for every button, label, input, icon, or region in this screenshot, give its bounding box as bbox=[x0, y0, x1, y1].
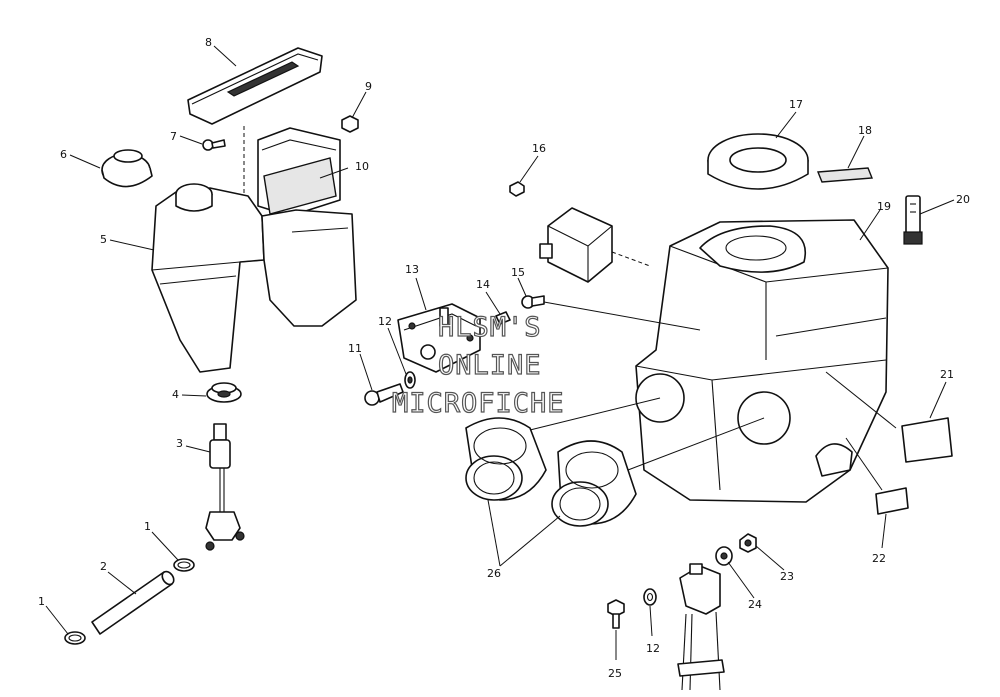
part-3-fitting bbox=[205, 423, 245, 551]
part-14-bolt bbox=[495, 311, 511, 325]
part-26-intake-boot-left bbox=[465, 417, 547, 501]
part-17-foam-ring bbox=[707, 133, 809, 190]
part-24-grommet bbox=[715, 546, 733, 566]
callout-19: 19 bbox=[877, 200, 891, 213]
part-7-screw bbox=[202, 139, 226, 151]
part-5-oil-tank bbox=[151, 183, 357, 373]
callout-labels: 8 9 7 6 10 5 4 3 1 2 1 11 12 13 14 15 16… bbox=[38, 36, 970, 680]
callout-5: 5 bbox=[100, 233, 107, 246]
callout-2: 2 bbox=[100, 560, 107, 573]
part-8-tank-cover bbox=[187, 47, 323, 125]
callout-12-upper: 12 bbox=[378, 315, 392, 328]
callout-15: 15 bbox=[511, 266, 525, 279]
callout-10: 10 bbox=[355, 160, 369, 173]
callout-1-upper: 1 bbox=[144, 520, 151, 533]
part-6-filler-cap bbox=[101, 149, 153, 188]
part-11-bolt bbox=[364, 383, 404, 406]
callout-24: 24 bbox=[748, 598, 762, 611]
part-26-intake-boot-right bbox=[551, 440, 637, 527]
callout-8: 8 bbox=[205, 36, 212, 49]
callout-11: 11 bbox=[348, 342, 362, 355]
callout-21: 21 bbox=[940, 368, 954, 381]
watermark: HLSM'S ONLINE MICROFICHE bbox=[391, 311, 565, 419]
callout-3: 3 bbox=[176, 437, 183, 450]
part-25-bolt bbox=[607, 599, 625, 629]
callout-13: 13 bbox=[405, 263, 419, 276]
callout-14: 14 bbox=[476, 278, 490, 291]
electronic-module bbox=[539, 207, 613, 283]
callout-9: 9 bbox=[365, 80, 372, 93]
part-9-nut bbox=[341, 115, 359, 133]
alignment-lines bbox=[243, 126, 765, 471]
callout-26: 26 bbox=[487, 567, 501, 580]
part-20-latch bbox=[903, 195, 923, 245]
part-1-clamp-upper bbox=[173, 558, 195, 572]
callout-25: 25 bbox=[608, 667, 622, 680]
watermark-line-3: MICROFICHE bbox=[392, 388, 565, 419]
leader-lines bbox=[45, 45, 955, 660]
callout-17: 17 bbox=[789, 98, 803, 111]
part-18-label bbox=[816, 167, 874, 183]
part-16-screw bbox=[509, 181, 525, 197]
callout-23: 23 bbox=[780, 570, 794, 583]
callout-12-lower: 12 bbox=[646, 642, 660, 655]
part-12-washer-upper bbox=[404, 371, 416, 389]
part-13-oil-pump bbox=[397, 303, 481, 373]
callout-18: 18 bbox=[858, 124, 872, 137]
part-12-washer-lower bbox=[643, 588, 657, 606]
part-1-clamp-lower bbox=[64, 631, 86, 645]
callout-20: 20 bbox=[956, 193, 970, 206]
watermark-line-2: ONLINE bbox=[438, 350, 542, 381]
callout-7: 7 bbox=[170, 130, 177, 143]
callout-1-lower: 1 bbox=[38, 595, 45, 608]
mounting-bracket bbox=[677, 563, 725, 691]
callout-22: 22 bbox=[872, 552, 886, 565]
callout-6: 6 bbox=[60, 148, 67, 161]
callout-16: 16 bbox=[532, 142, 546, 155]
part-21-label bbox=[901, 417, 953, 463]
part-10-bracket bbox=[257, 127, 341, 217]
callout-4: 4 bbox=[172, 388, 179, 401]
part-2-hose bbox=[91, 570, 175, 635]
part-4-grommet bbox=[206, 382, 242, 403]
part-15-bolt bbox=[521, 295, 545, 309]
part-22-label bbox=[875, 487, 909, 515]
part-19-airbox bbox=[635, 219, 889, 503]
watermark-line-1: HLSM'S bbox=[438, 312, 542, 343]
part-23-grommet bbox=[739, 533, 757, 553]
